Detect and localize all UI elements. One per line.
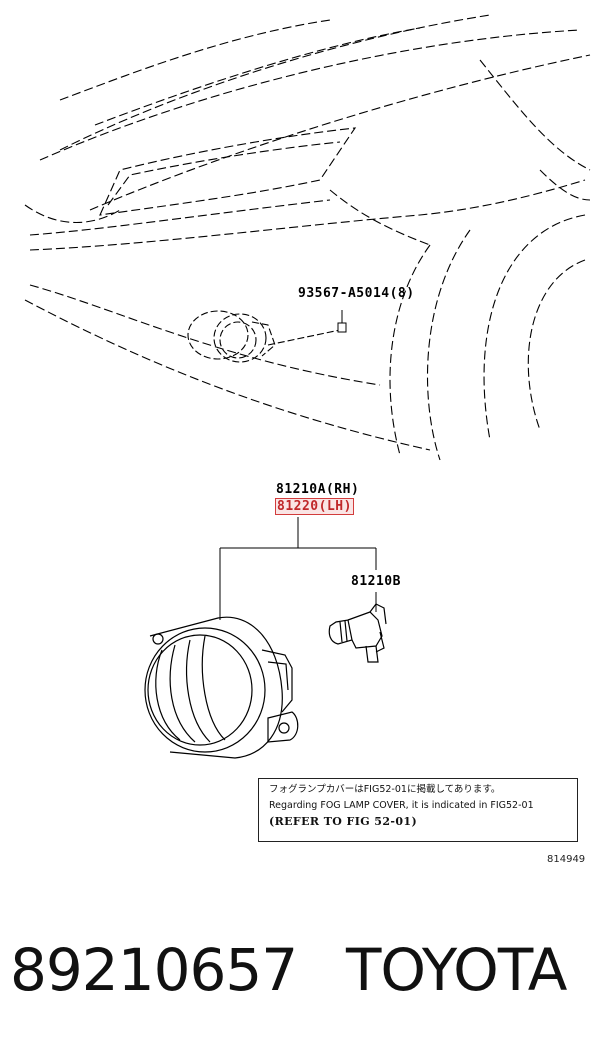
callout-bulb-part-number[interactable]: 81210B	[351, 574, 401, 589]
fog-lamp-bulb	[328, 603, 387, 663]
fog-lamp-assembly	[144, 616, 299, 759]
part-number: 89210657	[10, 936, 298, 1004]
leader-lines	[219, 517, 377, 620]
catalog-number: 814949	[547, 854, 586, 865]
footer-caption: 89210657 TOYOTA	[0, 936, 600, 1006]
brand-name: TOYOTA	[346, 936, 567, 1004]
notice-japanese: フォグランプカバーはFIG52-01に掲載してあります。	[269, 784, 501, 795]
notice-english: Regarding FOG LAMP COVER, it is indicate…	[269, 800, 534, 811]
callout-fog-lamp-rh-part-number[interactable]: 81210A(RH)	[276, 482, 360, 497]
fog-lamp-cover-notice: フォグランプカバーはFIG52-01に掲載してあります。 Regarding F…	[258, 778, 578, 842]
notice-reference[interactable]: (REFER TO FIG 52-01)	[269, 815, 418, 828]
callout-fog-lamp-lh-part-number[interactable]: 81220(LH)	[275, 498, 354, 515]
fog-lamp-mounted-outline	[187, 310, 341, 363]
callout-screw-part-number[interactable]: 93567-A5014(8)	[298, 286, 415, 301]
vehicle-body-outline	[24, 14, 591, 461]
screw-small	[337, 310, 347, 333]
